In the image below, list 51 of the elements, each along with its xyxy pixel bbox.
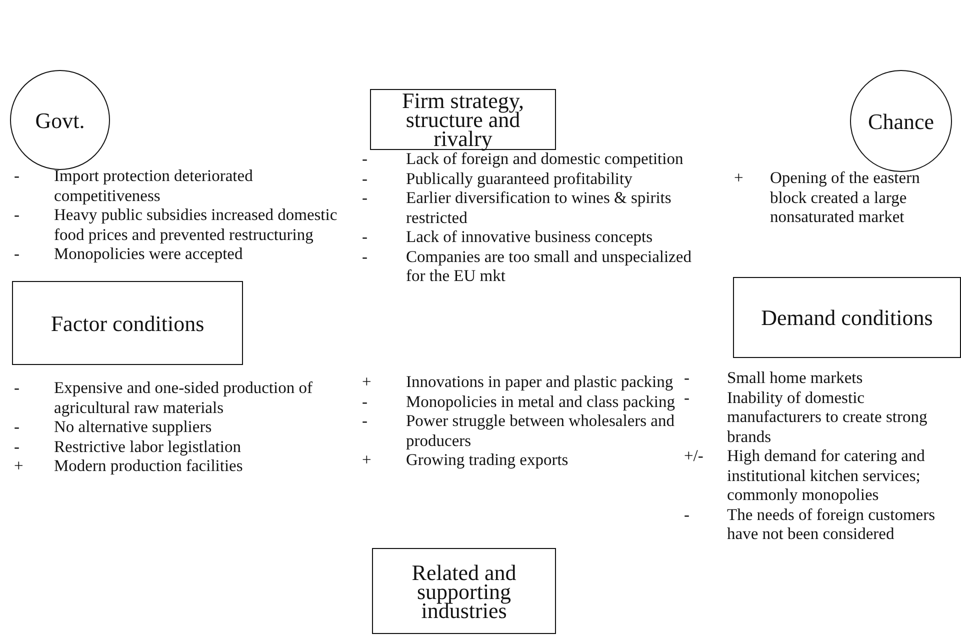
bullet-sign: -	[14, 166, 20, 185]
node-title: Govt.	[35, 110, 85, 130]
bullet-sign: +	[734, 168, 744, 187]
factor-box	[733, 277, 961, 358]
bullet-sign: -	[14, 205, 20, 224]
bullet-text: Restrictive labor legistlation	[54, 436, 241, 456]
bullet-sign: -	[684, 504, 690, 524]
bullet-sign: +/-	[684, 446, 704, 465]
bullet-text: Publically guaranteed profitability	[406, 168, 632, 188]
bullet-sign: +	[14, 456, 24, 475]
bullet-sign: +	[362, 450, 372, 469]
bullet-text: Earlier diversification to wines & spirits restricted	[406, 188, 672, 226]
bullet-text: Monopolicies in metal and class packing	[406, 392, 675, 410]
factor-box	[12, 281, 243, 365]
bullet-sign: -	[362, 392, 368, 410]
bullet-text: The needs of foreign customers have not been considered	[727, 504, 936, 543]
bullet-text: Expensive and one-sided production of agricultural raw materials	[54, 378, 312, 416]
bullet-text: Companies are too small and unspecialized for the EU mkt	[406, 246, 692, 285]
bullet-sign: -	[362, 149, 368, 168]
bullet-text: Monopolicies were accepted	[54, 244, 243, 263]
bullet-sign: -	[362, 227, 368, 246]
bullet-text: Heavy public subsidies increased domestic food prices and prevented restructuring	[54, 205, 338, 244]
bullet-sign: +	[362, 372, 372, 391]
bullet-text: Lack of foreign and domestic competition	[406, 149, 684, 168]
bullet-sign: -	[684, 388, 690, 406]
node-title: Factor conditions	[50, 314, 204, 332]
node-title: Related and supporting industries	[410, 562, 518, 620]
bullet-text: Opening of the eastern block created a large nonsaturated market	[770, 168, 920, 226]
bullet-sign: -	[362, 246, 368, 266]
bullet-text: Inability of domestic manufacturers to create strong brands	[727, 388, 928, 446]
bullet-text: Lack of innovative business concepts	[406, 227, 653, 246]
bullet-sign: -	[362, 168, 368, 188]
bullet-text: Growing trading exports	[406, 450, 568, 469]
bullet-text: No alternative suppliers	[54, 417, 212, 436]
bullet-text: High demand for catering and institutional kitchen services; commonly monopolies	[727, 446, 925, 504]
bullet-sign: -	[362, 188, 368, 207]
bullet-sign: -	[14, 417, 20, 436]
bullet-sign: -	[362, 411, 368, 430]
bullet-text: Power struggle between wholesalers and producers	[406, 411, 675, 450]
node-title: Demand conditions	[761, 308, 933, 327]
bullet-text: Import protection deteriorated competitiveness	[54, 166, 253, 204]
bullet-sign: -	[684, 368, 690, 387]
factor-box	[372, 548, 556, 634]
node-title: Chance	[868, 112, 934, 130]
factor-box	[370, 89, 556, 150]
bullet-text: Innovations in paper and plastic packing	[406, 372, 674, 391]
bullet-sign: -	[14, 436, 20, 456]
bullet-text: Modern production facilities	[54, 456, 243, 475]
bullet-sign: -	[14, 378, 20, 397]
bullet-sign: -	[14, 244, 20, 263]
bullet-text: Small home markets	[727, 368, 863, 387]
